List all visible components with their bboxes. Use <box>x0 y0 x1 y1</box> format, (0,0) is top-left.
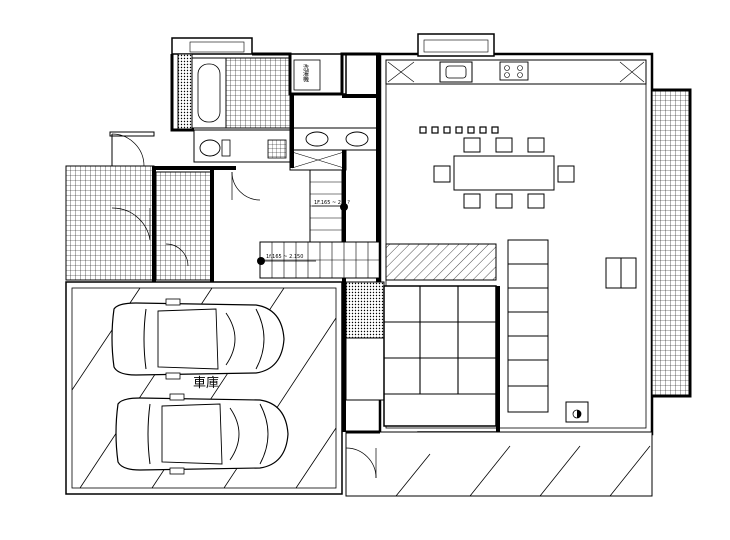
kitchen-counter <box>385 59 647 85</box>
stair-lower-label: 1f.165 ~ 2.150 <box>266 254 303 260</box>
dining-pendant-lights <box>419 126 499 134</box>
bay-window-top <box>417 33 495 57</box>
hatched-floor-strip <box>385 243 497 281</box>
dining-table <box>433 137 575 209</box>
entrance-porch-tiles <box>65 165 213 281</box>
wc-door-arc <box>231 171 261 201</box>
bottom-deck <box>345 431 653 497</box>
corner-lamp <box>565 401 589 423</box>
stair-upper-label: 1F.165 ~ 2.1 ? <box>314 200 350 206</box>
washer-label: 洗濯機 <box>302 63 309 83</box>
hall-door-arc-2 <box>165 243 189 267</box>
staircase: 1F.165 ~ 2.1 ? 1f.165 ~ 2.150 <box>257 169 381 279</box>
tv-board <box>605 257 637 289</box>
tatami-room <box>342 281 500 432</box>
hall-door-arc-1 <box>111 207 151 241</box>
entrance-door <box>109 131 155 167</box>
sofa <box>507 239 549 413</box>
garage-label: 車庫 <box>193 376 219 391</box>
car-bottom <box>115 393 289 475</box>
exterior-walls <box>170 52 692 434</box>
bathroom-block: 洗濯機 <box>171 37 381 171</box>
right-wood-deck <box>651 89 691 397</box>
interior-walls <box>152 54 380 282</box>
car-top <box>111 298 285 380</box>
